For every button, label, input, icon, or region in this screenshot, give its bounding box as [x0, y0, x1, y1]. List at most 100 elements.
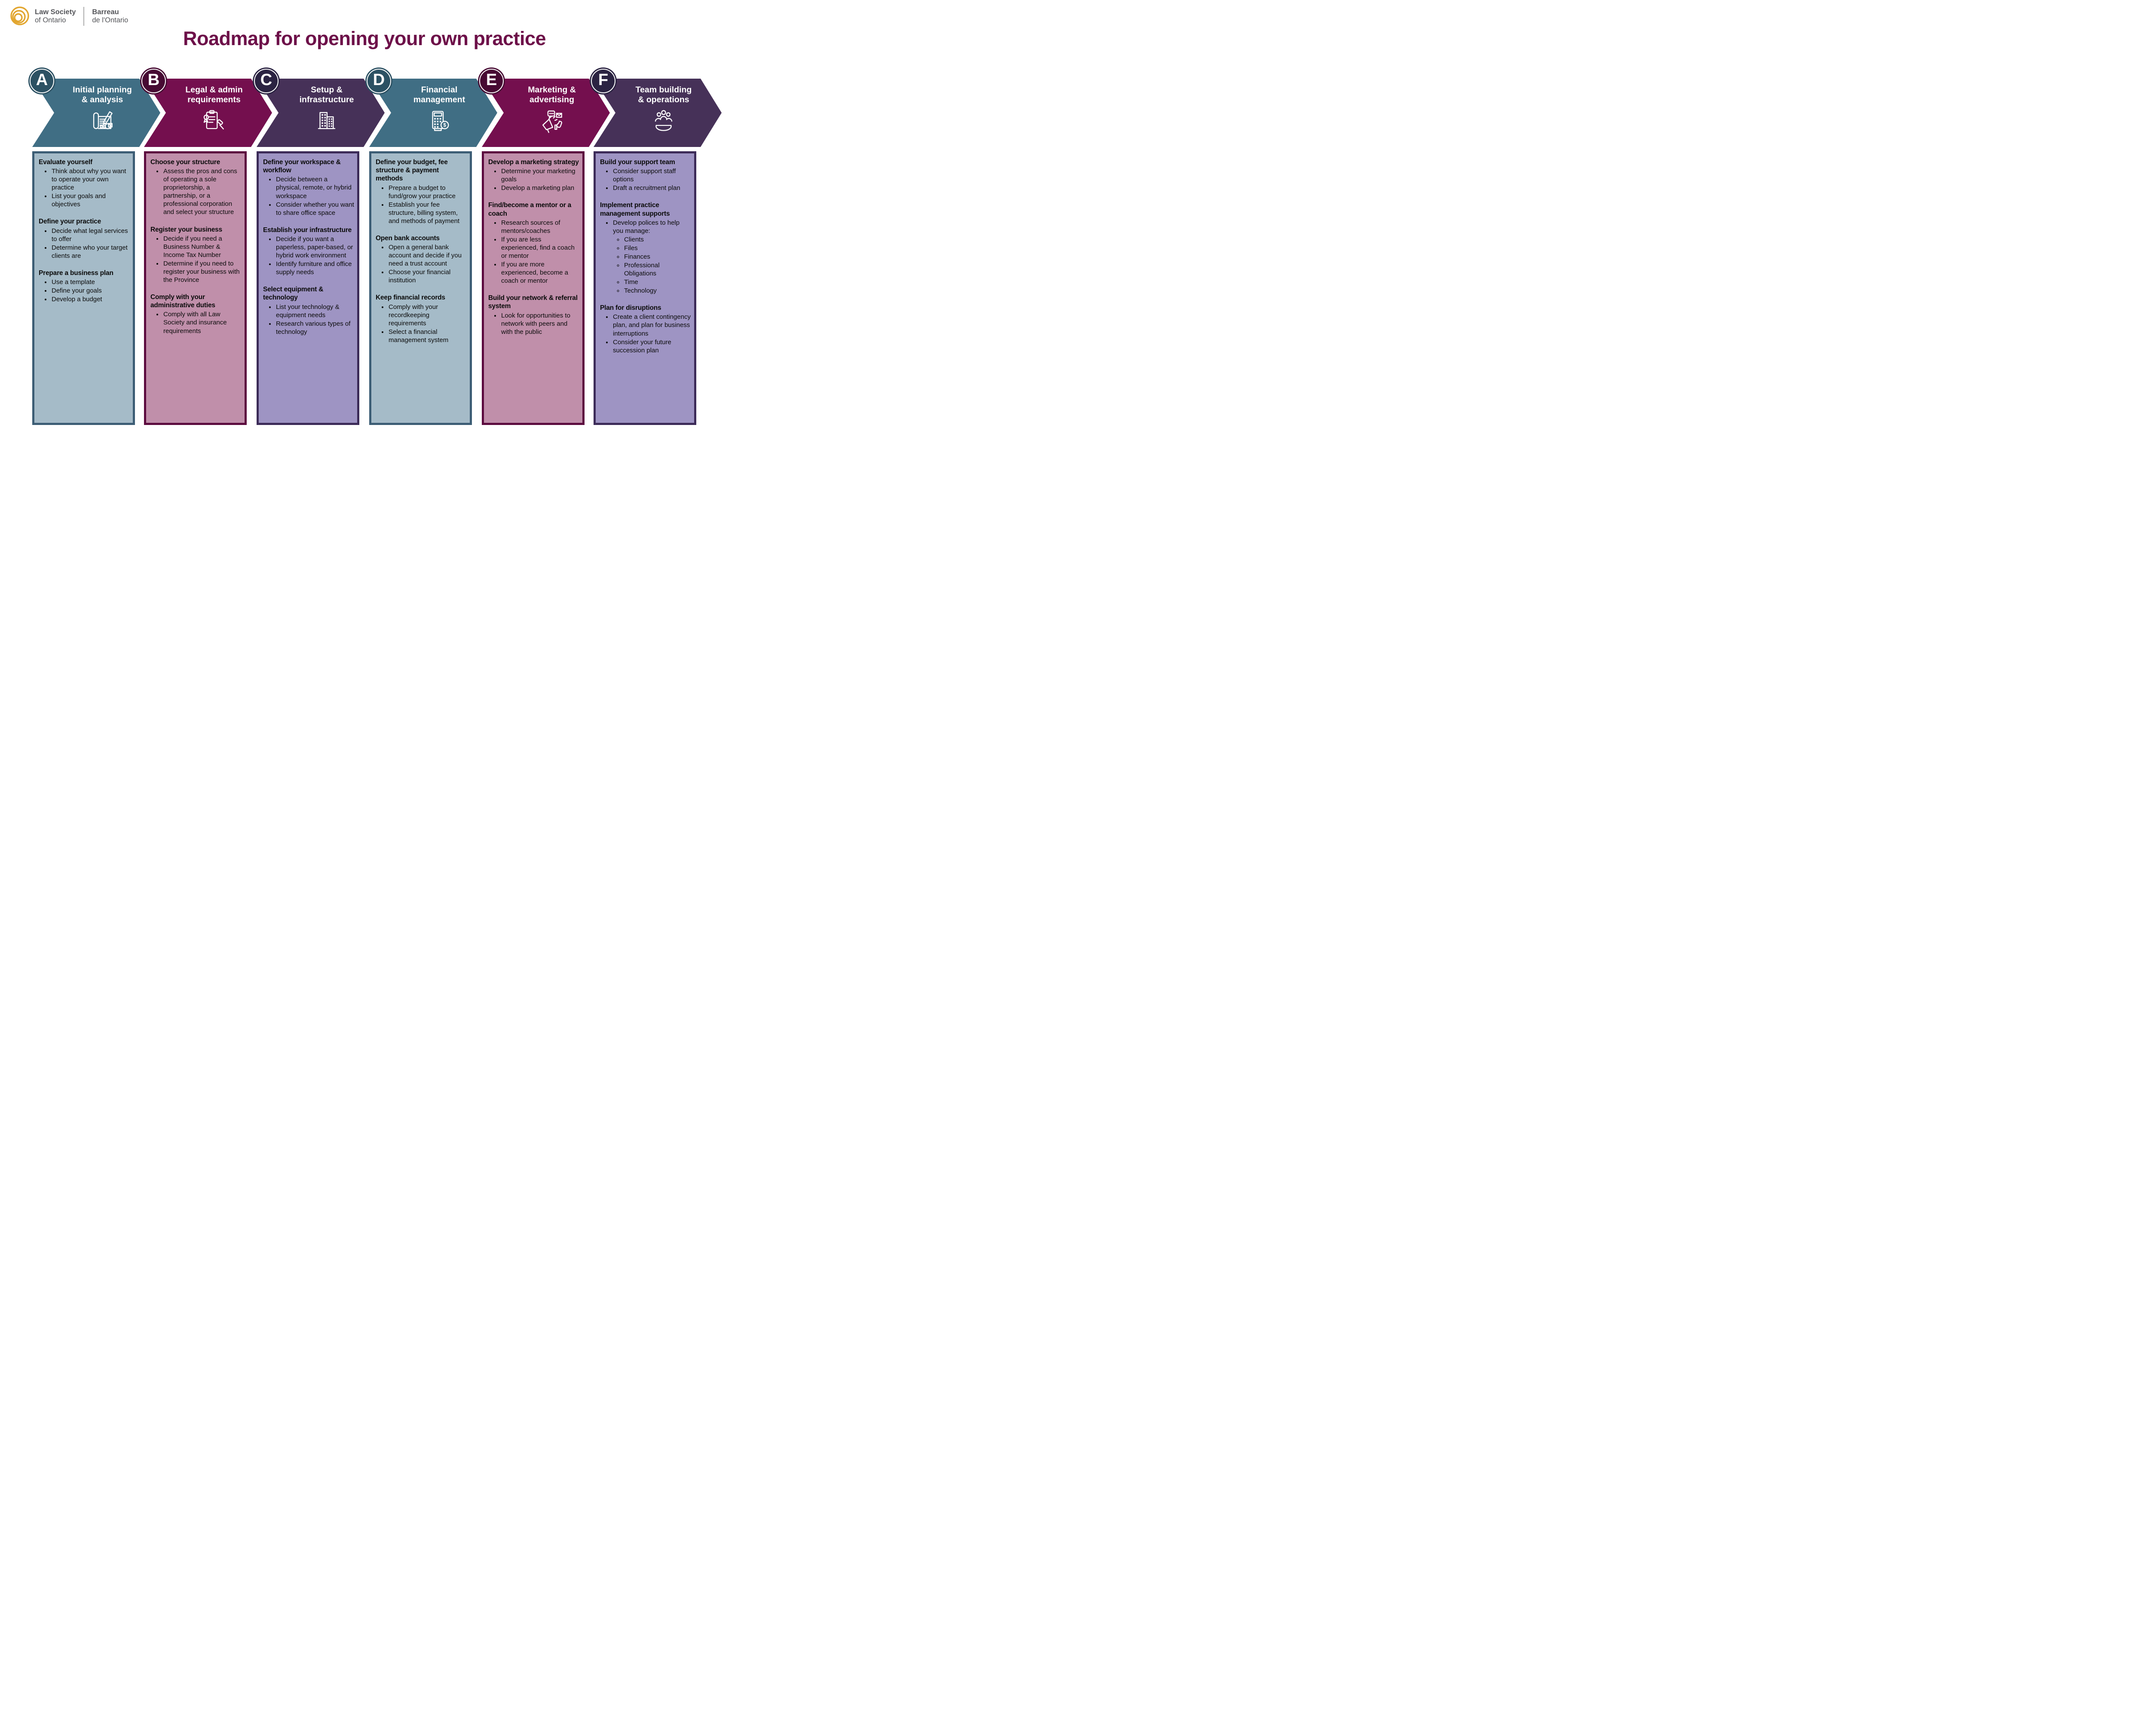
step-badge-letter: A: [36, 71, 48, 89]
roadmap-infographic: Law Society of Ontario Barreau de l'Onta…: [0, 0, 729, 434]
checklist-item: Decide what legal services to offer: [51, 227, 130, 243]
checklist-item: Define your goals: [51, 287, 130, 295]
section-bullet-list: Decide if you need a Business Number & I…: [150, 235, 242, 284]
checklist-section: Define your workspace & workflowDecide b…: [263, 158, 354, 217]
step-arrow-title: Team building & operations: [635, 85, 692, 104]
section-bullet-list: Look for opportunities to network with p…: [488, 312, 579, 336]
step-panel-e: Develop a marketing strategyDetermine yo…: [482, 151, 585, 425]
checklist-section: Establish your infrastructureDecide if y…: [263, 226, 354, 276]
step-arrow-title: Legal & admin requirements: [185, 85, 243, 104]
checklist-item: Prepare a budget to fund/grow your pract…: [388, 184, 467, 200]
logo-fr-line2: de l'Ontario: [92, 16, 129, 24]
section-heading: Select equipment & technology: [263, 286, 324, 302]
step-panel-d: Define your budget, fee structure & paym…: [369, 151, 472, 425]
section-heading: Define your workspace & workflow: [263, 159, 341, 174]
logo-en-line1: Law Society: [35, 8, 76, 16]
checklist-item: Consider your future succession plan: [612, 338, 691, 355]
sub-checklist-item: Clients: [624, 235, 691, 244]
section-heading: Implement practice management supports: [600, 202, 670, 217]
checklist-item: Decide if you want a paperless, paper-ba…: [276, 235, 354, 260]
checklist-item: Develop a marketing plan: [501, 184, 579, 192]
checklist-section: Define your budget, fee structure & paym…: [376, 158, 467, 225]
checklist-section: Keep financial recordsComply with your r…: [376, 293, 467, 344]
section-bullet-list: Decide between a physical, remote, or hy…: [263, 175, 354, 217]
section-bullet-list: Consider support staff optionsDraft a re…: [600, 167, 691, 192]
sub-checklist-item: Professional Obligations: [624, 261, 691, 278]
team-hand-icon: [651, 108, 676, 133]
checklist-item: Develop a budget: [51, 295, 130, 303]
sub-checklist-item: Finances: [624, 253, 691, 261]
checklist-item: Research various types of technology: [276, 320, 354, 336]
section-heading: Open bank accounts: [376, 234, 440, 242]
step-badge-letter: F: [598, 71, 609, 89]
checklist-section: Implement practice management supportsDe…: [600, 201, 691, 295]
checklist-item: Identify furniture and office supply nee…: [276, 260, 354, 276]
step-badge-letter: B: [147, 71, 160, 89]
section-bullet-list: Comply with your recordkeeping requireme…: [376, 303, 467, 344]
checklist-item: Consider whether you want to share offic…: [276, 201, 354, 217]
section-bullet-list: Use a templateDefine your goalsDevelop a…: [39, 278, 130, 303]
section-bullet-list: Create a client contingency plan, and pl…: [600, 313, 691, 354]
checklist-section: Plan for disruptionsCreate a client cont…: [600, 304, 691, 354]
step-arrow-title: Setup & infrastructure: [299, 85, 354, 104]
sub-checklist-item: Files: [624, 244, 691, 252]
checklist-item: Use a template: [51, 278, 130, 286]
section-heading: Choose your structure: [150, 159, 220, 166]
page-title: Roadmap for opening your own practice: [183, 28, 546, 49]
office-buildings-icon: [314, 108, 339, 133]
logo-text-french: Barreau de l'Ontario: [92, 8, 128, 24]
checklist-item: Assess the pros and cons of operating a …: [163, 167, 242, 216]
checklist-item: List your technology & equipment needs: [276, 303, 354, 319]
step-badge-b: B: [140, 67, 167, 95]
sub-bullet-list: ClientsFilesFinancesProfessional Obligat…: [613, 235, 691, 295]
section-heading: Find/become a mentor or a coach: [488, 202, 572, 217]
step-panel-c: Define your workspace & workflowDecide b…: [257, 151, 359, 425]
section-bullet-list: List your technology & equipment needsRe…: [263, 303, 354, 336]
section-heading: Develop a marketing strategy: [488, 159, 579, 166]
megaphone-marketing-icon: [539, 108, 564, 133]
section-bullet-list: Think about why you want to operate your…: [39, 167, 130, 208]
checklist-item: Look for opportunities to network with p…: [501, 312, 579, 336]
checklist-item: Consider support staff options: [612, 167, 691, 183]
section-heading: Establish your infrastructure: [263, 226, 352, 234]
sub-checklist-item: Technology: [624, 287, 691, 295]
section-heading: Evaluate yourself: [39, 159, 92, 166]
step-arrow-title: Financial management: [413, 85, 465, 104]
checklist-section: Register your businessDecide if you need…: [150, 226, 242, 284]
checklist-section: Develop a marketing strategyDetermine yo…: [488, 158, 579, 192]
section-heading: Keep financial records: [376, 294, 445, 302]
section-heading: Define your practice: [39, 218, 101, 226]
section-heading: Build your support team: [600, 159, 675, 166]
checklist-item: Decide between a physical, remote, or hy…: [276, 175, 354, 200]
section-heading: Prepare a business plan: [39, 269, 113, 277]
section-heading: Register your business: [150, 226, 223, 233]
section-bullet-list: Comply with all Law Society and insuranc…: [150, 310, 242, 335]
checklist-section: Build your support teamConsider support …: [600, 158, 691, 192]
section-heading: Comply with your administrative duties: [150, 293, 215, 309]
checklist-section: Define your practiceDecide what legal se…: [39, 217, 130, 260]
step-panel-a: Evaluate yourselfThink about why you wan…: [32, 151, 135, 425]
checklist-section: Choose your structureAssess the pros and…: [150, 158, 242, 217]
section-heading: Plan for disruptions: [600, 304, 661, 312]
checklist-item: Establish your fee structure, billing sy…: [388, 201, 467, 225]
checklist-item: Research sources of mentors/coaches: [501, 219, 579, 235]
step-arrow-title: Marketing & advertising: [528, 85, 576, 104]
section-bullet-list: Decide what legal services to offerDeter…: [39, 227, 130, 260]
lso-rings-icon: [9, 6, 30, 27]
checklist-section: Select equipment & technologyList your t…: [263, 285, 354, 336]
checklist-section: Open bank accountsOpen a general bank ac…: [376, 234, 467, 284]
step-arrow-title: Initial planning & analysis: [73, 85, 132, 104]
checklist-item: Draft a recruitment plan: [612, 184, 691, 192]
checklist-item: Determine who your target clients are: [51, 244, 130, 260]
clipboard-gavel-icon: [202, 108, 227, 133]
checklist-item: Choose your financial institution: [388, 268, 467, 284]
checklist-item: Comply with your recordkeeping requireme…: [388, 303, 467, 327]
step-badge-letter: D: [373, 71, 385, 89]
checklist-item: Open a general bank account and decide i…: [388, 243, 467, 268]
checklist-item: Select a financial management system: [388, 328, 467, 344]
step-badge-letter: E: [486, 71, 497, 89]
section-heading: Define your budget, fee structure & paym…: [376, 159, 448, 183]
section-bullet-list: Develop polices to help you manage:Clien…: [600, 219, 691, 295]
checklist-item: If you are more experienced, become a co…: [501, 260, 579, 285]
sub-checklist-item: Time: [624, 278, 691, 286]
